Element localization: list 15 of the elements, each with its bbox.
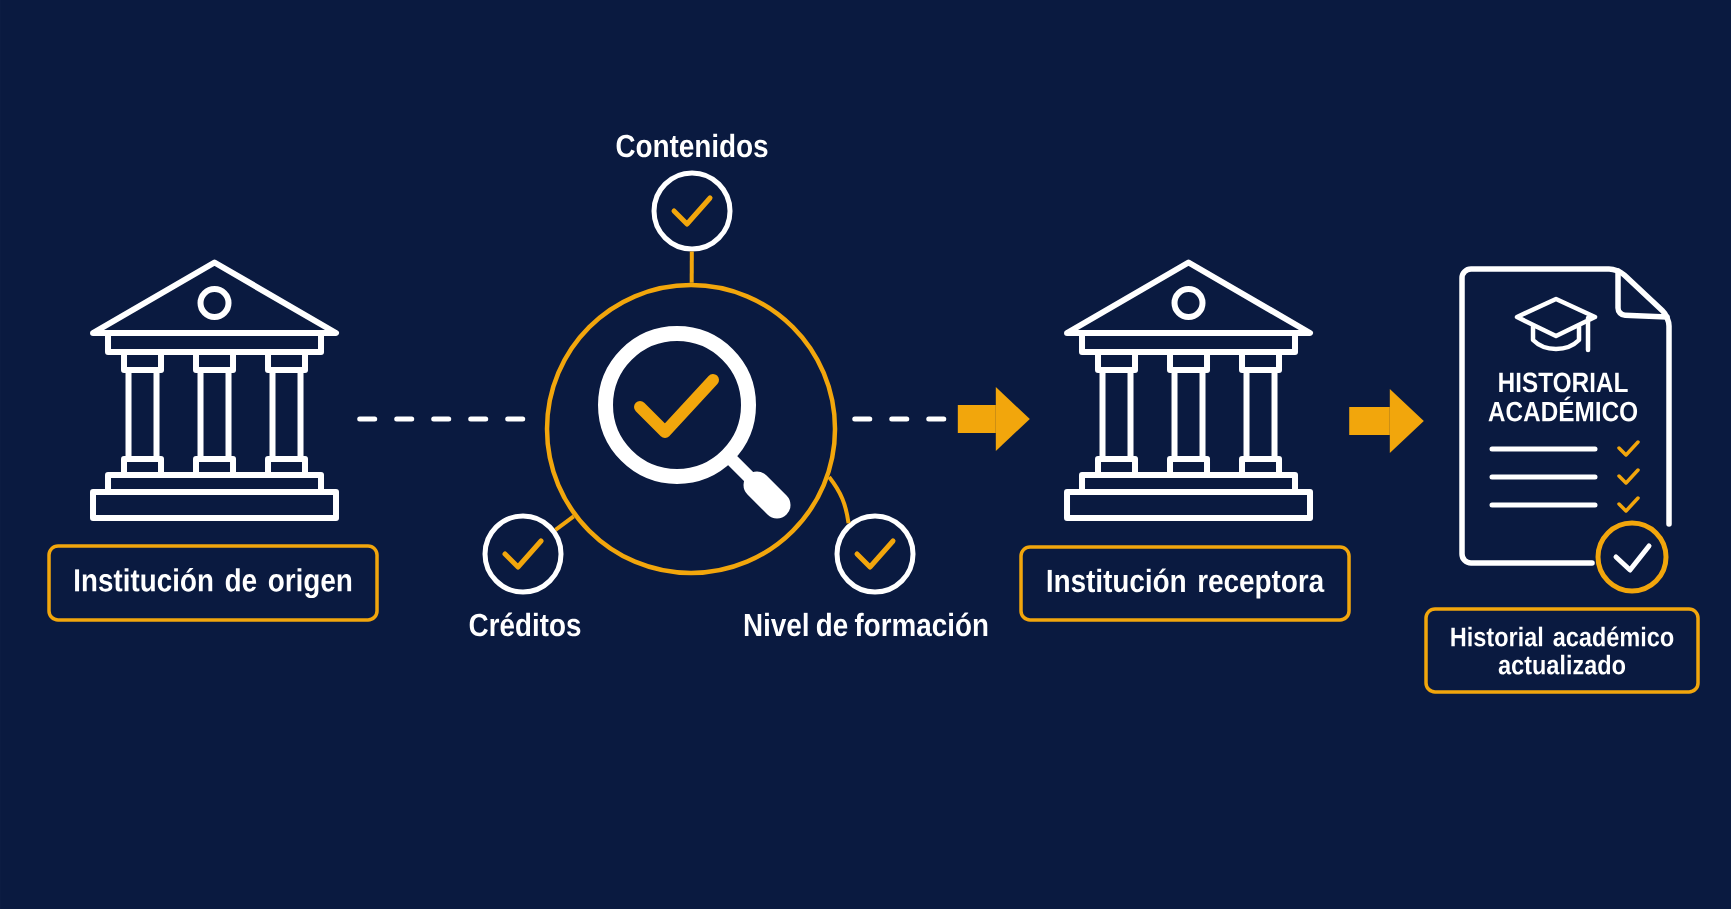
connector-line	[554, 514, 575, 532]
label-box: Institución de origen	[47, 544, 379, 622]
label-box: Historial académico actualizado	[1424, 607, 1700, 694]
document-sheet: HISTORIAL ACADÉMICO	[1459, 266, 1672, 566]
connector-line	[827, 475, 851, 524]
node-label: Nivel de formación	[744, 612, 988, 637]
connector-line	[689, 251, 694, 283]
building-icon	[1064, 259, 1313, 521]
dashed-line	[357, 416, 526, 422]
arrow	[1349, 389, 1424, 453]
building-icon	[90, 259, 339, 521]
dashed-arrow	[852, 387, 1030, 451]
node-label: Créditos	[469, 612, 581, 637]
node-label: Contenidos	[616, 133, 768, 158]
label-box: Institución receptora	[1019, 545, 1351, 622]
